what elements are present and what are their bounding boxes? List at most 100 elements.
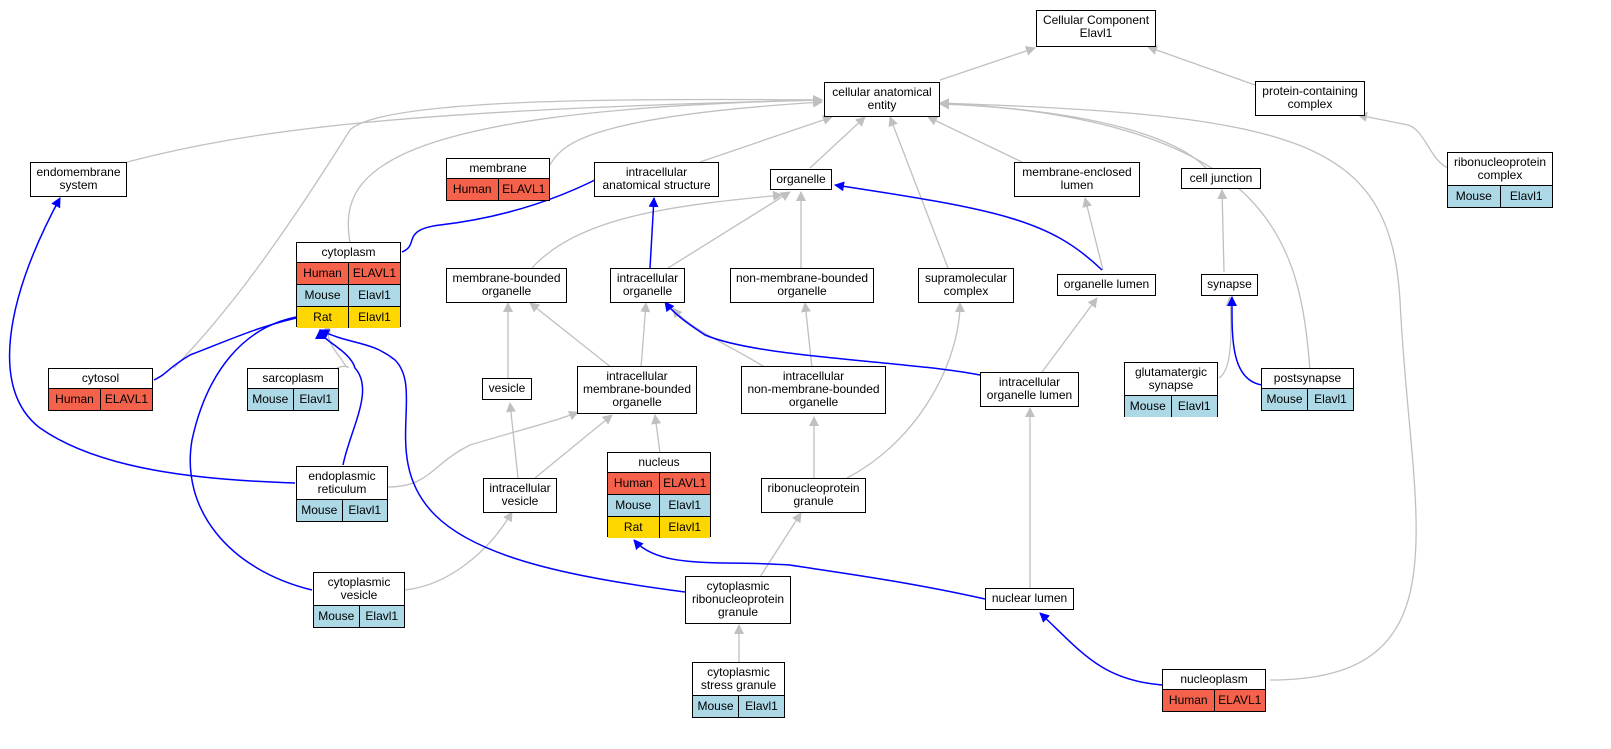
node-cellular-component[interactable]: Cellular Component Elavl1 [1036, 10, 1156, 47]
edge-part-of [401, 169, 615, 253]
gene-cell: Elavl1 [738, 696, 784, 717]
node-protein-containing-complex[interactable]: protein-containing complex [1255, 81, 1365, 116]
node-cell-junction[interactable]: cell junction [1181, 168, 1261, 189]
node-label: intracellular non-membrane-bounded organ… [747, 369, 880, 409]
species-cell: Mouse [318, 609, 355, 623]
node-cytoplasmic-ribonucleoprotein-granule[interactable]: cytoplasmic ribonucleoprotein granule [685, 576, 791, 624]
edge-is-a [1217, 189, 1228, 273]
node-label: cell junction [1189, 171, 1253, 185]
node-intracellular-non-membrane-bounded-organelle[interactable]: intracellular non-membrane-bounded organ… [741, 366, 886, 414]
gene-cell: ELAVL1 [1213, 690, 1266, 711]
node-membrane-enclosed-lumen[interactable]: membrane-enclosed lumen [1014, 162, 1140, 197]
species-cell: Mouse [697, 699, 734, 713]
node-intracellular-anatomical-structure[interactable]: intracellular anatomical structure [594, 162, 719, 197]
node-intracellular-organelle-lumen[interactable]: intracellular organelle lumen [980, 372, 1079, 407]
gene-cell: Elavl1 [292, 389, 339, 410]
edge-is-a [531, 190, 783, 269]
edge-is-a [667, 191, 791, 269]
node-organelle-lumen[interactable]: organelle lumen [1057, 274, 1156, 296]
node-label: glutamatergic synapse [1134, 365, 1208, 392]
node-label: non-membrane-bounded organelle [735, 271, 869, 298]
node-nuclear-lumen[interactable]: nuclear lumen [985, 588, 1074, 610]
edge-part-of [633, 539, 986, 600]
node-synapse[interactable]: synapse [1201, 274, 1258, 296]
edge-is-a [386, 411, 579, 488]
gene-cell: ELAVL1 [348, 263, 400, 284]
species-cell: Mouse [1129, 399, 1166, 413]
edge-is-a [534, 414, 613, 479]
edge-is-a [939, 46, 1036, 81]
gene-cell: Elavl1 [348, 307, 400, 328]
node-label: endomembrane system [36, 165, 121, 192]
node-intracellular-organelle[interactable]: intracellular organelle [610, 268, 685, 303]
node-label: membrane-bounded organelle [452, 271, 561, 298]
node-label: organelle [776, 172, 826, 186]
gene-cell: ELAVL1 [658, 473, 711, 494]
node-label: nuclear lumen [991, 591, 1068, 605]
edge-is-a [347, 95, 823, 244]
species-cell: Mouse [301, 503, 338, 517]
node-label: organelle lumen [1063, 277, 1150, 291]
node-ribonucleoprotein-granule[interactable]: ribonucleoprotein granule [761, 478, 866, 513]
node-label: ribonucleoprotein granule [767, 481, 860, 508]
node-supramolecular-complex[interactable]: supramolecular complex [918, 268, 1014, 303]
edge-is-a [529, 302, 613, 369]
edge-part-of [664, 301, 981, 376]
species-cell: Mouse [1266, 392, 1303, 406]
node-label: membrane-enclosed lumen [1022, 165, 1132, 192]
gene-cell: Elavl1 [1170, 396, 1218, 417]
edge-is-a [404, 511, 513, 591]
node-label: vesicle [488, 381, 526, 395]
gene-cell: Elavl1 [658, 517, 711, 538]
node-label: protein-containing complex [1262, 84, 1358, 111]
node-vesicle[interactable]: vesicle [482, 378, 532, 400]
node-intracellular-vesicle[interactable]: intracellular vesicle [483, 478, 557, 513]
node-cellular-anatomical-entity[interactable]: cellular anatomical entity [824, 82, 940, 117]
gene-cell: Elavl1 [341, 500, 388, 521]
node-endomembrane-system[interactable]: endomembrane system [30, 162, 127, 197]
edge-is-a [699, 115, 833, 163]
node-label: intracellular anatomical structure [602, 165, 711, 192]
edge-is-a [927, 116, 1023, 163]
node-label: cytoplasmic stress granule [700, 665, 777, 692]
node-membrane-bounded-organelle[interactable]: membrane-bounded organelle [446, 268, 567, 303]
edge-is-a [640, 302, 651, 369]
edge-part-of [315, 329, 364, 466]
node-label: cytoplasmic vesicle [327, 575, 391, 602]
node-organelle[interactable]: organelle [770, 169, 832, 190]
gene-cell: Elavl1 [1499, 186, 1553, 207]
node-label: nucleus [638, 455, 680, 469]
edge-is-a [1082, 197, 1104, 271]
species-row: Mouse Elavl1 [1125, 395, 1217, 417]
edge-is-a [321, 324, 349, 369]
gene-cell: ELAVL1 [497, 179, 550, 200]
node-non-membrane-bounded-organelle[interactable]: non-membrane-bounded organelle [730, 268, 874, 303]
edge-is-a [651, 414, 662, 454]
node-label: intracellular membrane-bounded organelle [582, 369, 692, 409]
edge-is-a [1357, 111, 1449, 169]
node-label: intracellular organelle [616, 271, 679, 298]
node-label: cytoplasm [321, 245, 376, 259]
node-label: nucleoplasm [1180, 672, 1248, 686]
species-cell: Mouse [304, 288, 341, 302]
node-intracellular-membrane-bounded-organelle[interactable]: intracellular membrane-bounded organelle [577, 366, 697, 414]
